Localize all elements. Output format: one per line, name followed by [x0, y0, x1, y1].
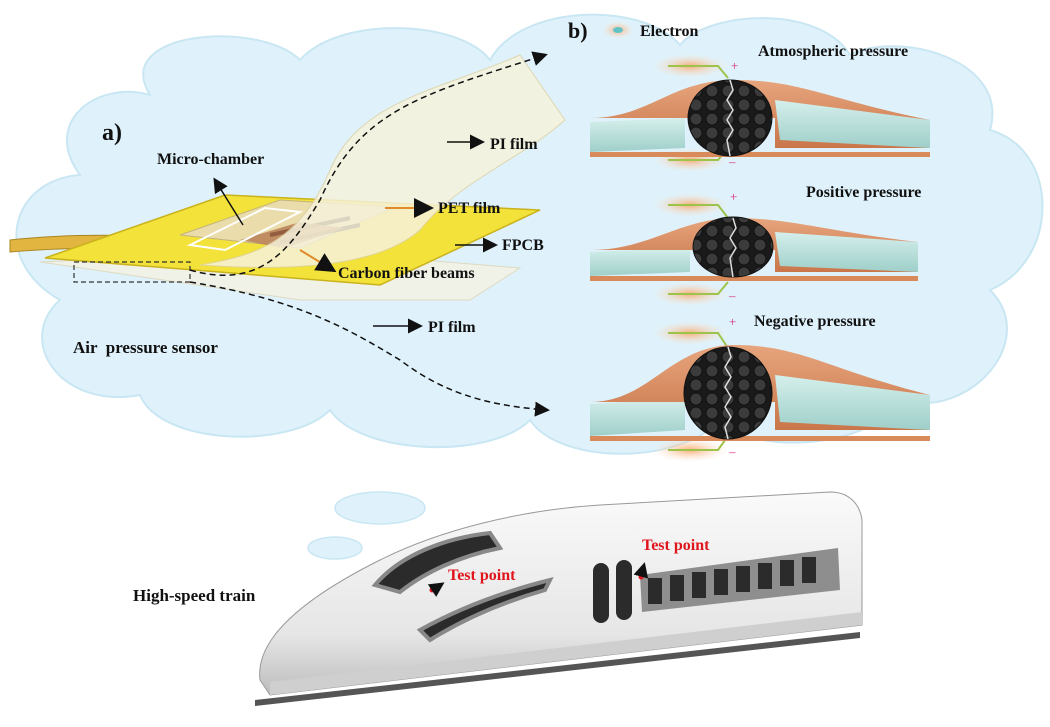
label-test-point-2: Test point	[642, 537, 710, 554]
state-positive: Positive pressure + –	[590, 184, 921, 306]
passenger-window	[758, 563, 772, 589]
passenger-window	[670, 575, 684, 601]
label-positive-pressure: Positive pressure	[806, 184, 921, 201]
passenger-window	[780, 560, 794, 586]
passenger-window	[714, 569, 728, 595]
label-micro-chamber: Micro-chamber	[157, 151, 264, 168]
cloud-bubble-large	[334, 491, 426, 525]
passenger-window	[692, 572, 706, 598]
fiber-bundle-2	[692, 216, 774, 278]
plus-sign-2: +	[730, 189, 737, 204]
train-body	[259, 491, 863, 696]
train-illustration	[255, 491, 863, 706]
test-point-1: Test point	[427, 567, 516, 597]
minus-sign-1: –	[728, 154, 736, 169]
passenger-window	[648, 578, 662, 604]
plus-sign-3: +	[729, 314, 736, 329]
leader-carbon-fiber-beams	[299, 249, 337, 273]
track-rail	[255, 632, 860, 706]
pi-film-top	[199, 54, 566, 268]
panel-b-label: b)	[568, 18, 588, 43]
state-atmospheric: Atmospheric pressure + –	[590, 43, 930, 172]
train-skirt	[270, 612, 862, 695]
panel-a-label: a)	[102, 120, 122, 146]
label-electron: Electron	[640, 23, 698, 40]
front-window	[371, 530, 504, 595]
caption-air-pressure-sensor: Air pressure sensor	[73, 338, 218, 357]
caption-high-speed-train: High-speed train	[133, 586, 256, 605]
fiber-bundle-1	[687, 79, 773, 157]
cloud-bubble-small	[307, 536, 363, 560]
state-negative: Negative pressure + –	[590, 313, 930, 462]
label-pi-film-bottom: PI film	[428, 319, 476, 336]
side-stripe	[416, 577, 554, 643]
test-point-2: Test point	[633, 537, 710, 580]
label-test-point-1: Test point	[448, 567, 516, 584]
label-pi-film-top: PI film	[490, 136, 538, 153]
zoom-path-top	[189, 51, 548, 276]
passenger-window	[802, 557, 816, 583]
minus-sign-3: –	[728, 444, 736, 459]
minus-sign-2: –	[728, 288, 736, 303]
plus-sign-1: +	[731, 58, 738, 73]
door-window-2	[616, 560, 632, 620]
door-window-1	[593, 563, 609, 623]
label-carbon-fiber-beams: Carbon fiber beams	[338, 265, 475, 282]
zoom-path-bottom	[189, 281, 550, 417]
label-fpcb: FPCB	[502, 237, 544, 254]
zoom-region	[73, 261, 191, 283]
electron-legend: Electron	[602, 21, 698, 40]
passenger-window	[736, 566, 750, 592]
label-atmospheric-pressure: Atmospheric pressure	[758, 43, 908, 60]
label-negative-pressure: Negative pressure	[754, 313, 876, 330]
leader-micro-chamber	[213, 177, 244, 226]
label-pet-film: PET film	[438, 200, 501, 217]
